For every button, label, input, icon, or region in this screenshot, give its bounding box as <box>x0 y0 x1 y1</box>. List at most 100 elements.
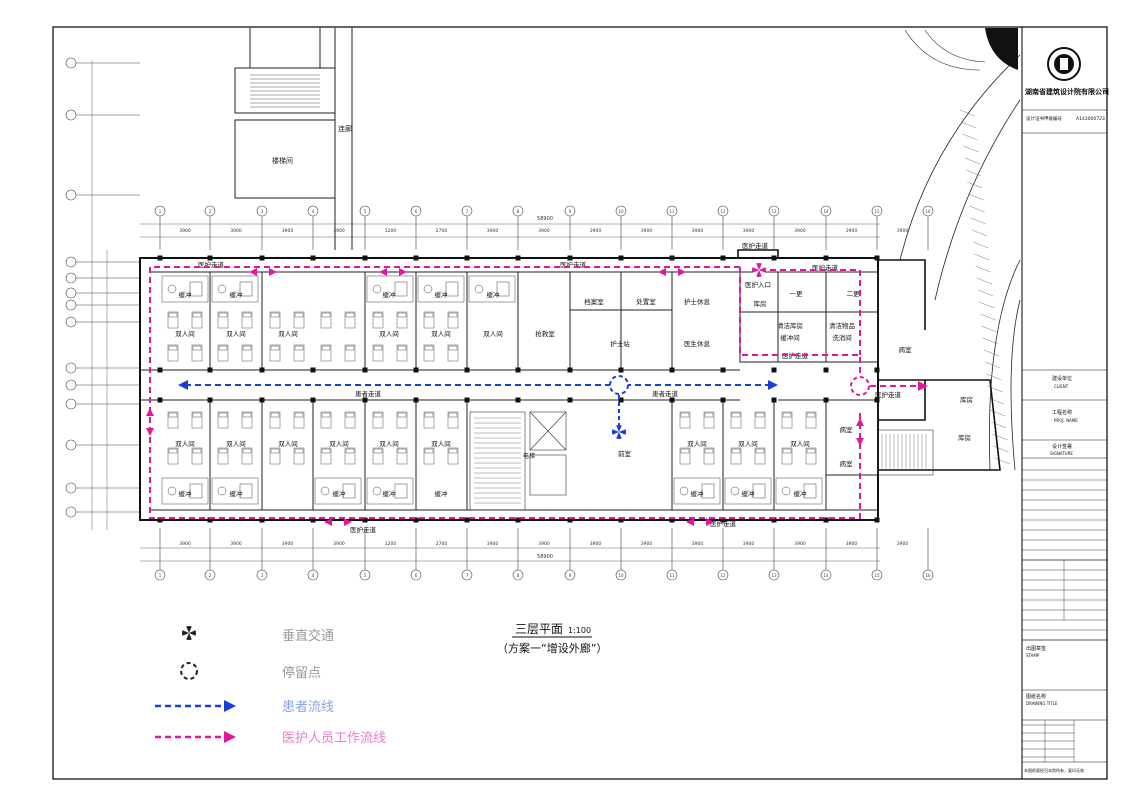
dimension-lines <box>91 60 880 562</box>
bed <box>372 344 384 362</box>
tb-note: 本图纸版权归本院所有，复印无效 <box>1024 767 1084 773</box>
room-label: 清洁库房 <box>777 321 803 330</box>
bed <box>344 311 356 329</box>
stair-treads <box>250 74 320 108</box>
bathroom <box>161 275 209 303</box>
axis-label-bottom: 14 <box>823 573 829 578</box>
legend-label-stop: 停留点 <box>282 665 321 681</box>
tb-client-en: CLIENT <box>1054 384 1069 389</box>
axis-bubble-left <box>65 109 77 121</box>
axis-label-top: 1 <box>159 209 162 214</box>
label-staff-corridor-top: 医护走道 <box>742 241 769 250</box>
bed <box>269 411 281 429</box>
room-label: 双人间 <box>278 330 298 338</box>
axis-label-bottom: 11 <box>669 573 675 578</box>
east-stair <box>877 429 934 476</box>
dim-top: 3900 <box>282 228 294 234</box>
axis-label-bottom: 16 <box>925 573 931 578</box>
legend-blue-arrow <box>155 700 236 712</box>
bathroom <box>314 477 362 505</box>
axis-bubble-left <box>65 57 77 69</box>
tb-client-label: 建设单位 <box>1052 375 1072 382</box>
bed <box>730 411 742 429</box>
bed <box>241 344 253 362</box>
dim-top: 3900 <box>179 228 191 234</box>
room-label: 处置室 <box>636 297 656 306</box>
label-staff-corridor-e: 医护走道 <box>812 263 839 272</box>
room-labels: 双人间双人间双人间双人间双人间双人间双人间双人间双人间双人间双人间双人间双人间双… <box>175 290 912 498</box>
bed <box>167 447 179 465</box>
bed <box>447 411 459 429</box>
legend-label-patient: 患者流线 <box>282 700 334 715</box>
dim-top: 3900 <box>846 228 858 234</box>
axis-label-bottom: 7 <box>466 573 469 578</box>
bed <box>423 447 435 465</box>
label-patient-corridor-west: 患者走道 <box>355 389 382 398</box>
tb-drawing-title-label: 图纸名称 <box>1026 693 1046 700</box>
bathroom <box>417 275 465 303</box>
dim-bottom: 1200 <box>385 541 397 547</box>
bed <box>269 311 281 329</box>
axis-bubble-left <box>65 482 77 494</box>
room-label: 双人间 <box>175 330 195 338</box>
room-label: 缓冲间 <box>780 333 800 342</box>
north-wing <box>234 28 353 250</box>
bed <box>217 411 229 429</box>
title-block-frame <box>1021 26 1108 780</box>
tb-project-label: 工程名称 <box>1052 409 1072 416</box>
bed <box>781 447 793 465</box>
bathroom <box>673 477 721 505</box>
dim-top: 1200 <box>385 228 397 234</box>
axis-bubble-left <box>65 287 77 299</box>
bed <box>241 311 253 329</box>
tb-stamp-en: STAMP <box>1026 653 1040 658</box>
axis-label-bottom: 4 <box>312 573 315 578</box>
dim-total-top: 58900 <box>537 216 553 222</box>
room-label: 双人间 <box>329 440 349 448</box>
tb-project-en: PROJ. NAME <box>1054 418 1078 423</box>
bed <box>781 411 793 429</box>
bed <box>241 447 253 465</box>
label-staff-corridor-bl: 医护走道 <box>350 525 377 534</box>
core-stair-treads <box>474 417 521 504</box>
room-label: 医生休息 <box>684 339 711 348</box>
dim-bottom: 3900 <box>641 541 653 547</box>
dim-bottom: 3900 <box>897 541 909 547</box>
axis-label-bottom: 3 <box>261 573 264 578</box>
legend-stop-icon <box>180 662 198 680</box>
legend-vertical-icon <box>182 626 196 640</box>
room-label: 缓冲 <box>230 290 244 299</box>
drawing-title: 三层平面 <box>515 622 563 636</box>
label-front-room: 前室 <box>618 449 632 458</box>
bed <box>396 344 408 362</box>
bed <box>396 311 408 329</box>
bed <box>217 344 229 362</box>
label-stair-room: 楼梯间 <box>272 156 293 165</box>
interior-walls <box>140 271 879 511</box>
room-label: 缓冲 <box>383 290 397 299</box>
dim-top: 3900 <box>590 228 602 234</box>
dim-top: 3900 <box>333 228 345 234</box>
bed <box>730 447 742 465</box>
room-label: 库房 <box>754 299 767 308</box>
bed <box>372 447 384 465</box>
axis-label-top: 16 <box>925 209 931 214</box>
bed <box>754 411 766 429</box>
room-label: 双人间 <box>738 440 758 448</box>
room-label: 缓冲 <box>794 489 808 498</box>
bed <box>217 447 229 465</box>
room-label: 档案室 <box>584 297 604 306</box>
room-label: 病室 <box>840 425 854 434</box>
room-label: 双人间 <box>379 440 399 448</box>
axis-label-bottom: 8 <box>517 573 520 578</box>
ward-bathrooms <box>161 275 823 505</box>
staff-flow-line <box>149 266 920 519</box>
axis-label-bottom: 2 <box>209 573 212 578</box>
axis-label-top: 5 <box>364 209 367 214</box>
axis-label-bottom: 1 <box>159 573 162 578</box>
axis-label-top: 15 <box>874 209 880 214</box>
stop-point-main <box>609 375 629 395</box>
axis-label-top: 13 <box>771 209 777 214</box>
